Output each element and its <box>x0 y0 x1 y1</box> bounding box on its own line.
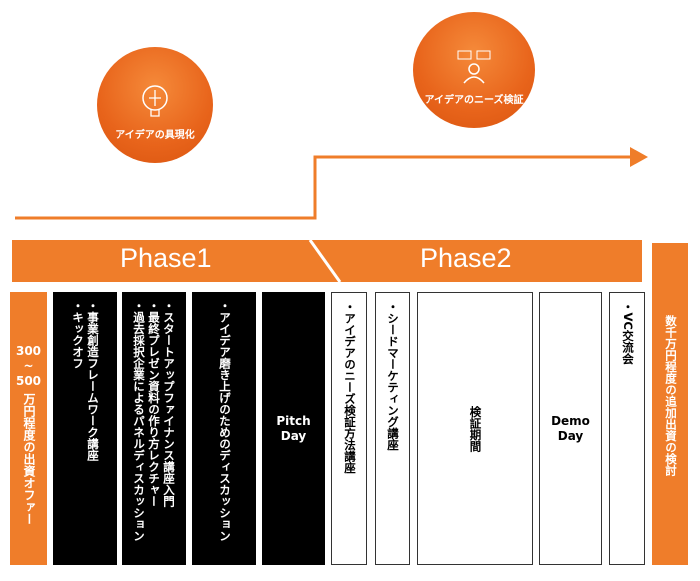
amount-sep: ~ <box>23 359 34 373</box>
circle-label: アイデアの具現化 <box>115 130 195 141</box>
item: 検証期間 <box>468 405 483 452</box>
timeline-arrow <box>15 147 648 220</box>
circle-idea-realization: アイデアの具現化 <box>97 47 213 163</box>
column-vc-meetup: ・VC交流会 <box>609 292 645 565</box>
item: Day <box>557 428 584 443</box>
item: ・キックオフ <box>71 300 85 369</box>
item: ・事業創造フレームワーク講座 <box>86 300 100 461</box>
item: Day <box>280 428 307 443</box>
column-needs-validation: ・アイデアのニーズ検証方法講座 <box>331 292 367 565</box>
amount-min: 300 <box>15 344 42 358</box>
phase1-label: Phase1 <box>120 243 212 273</box>
column-discussion: ・アイデア磨き上げのためのディスカッション <box>192 292 256 565</box>
column-finance: ・スタートアップファイナンス講座入門・最終プレゼン資料の作り方レクチャー・過去採… <box>122 292 186 565</box>
people-discussion-icon <box>457 50 491 84</box>
item: ・VC交流会 <box>621 301 635 365</box>
phase-divider <box>308 240 342 282</box>
phase-bar <box>12 240 642 282</box>
initial-investment-offer: 300 ~ 500 万円程度の出資オファー <box>10 292 47 565</box>
item: ・シードマーケティング講座 <box>386 301 400 451</box>
item: ・過去採択企業によるパネルディスカッション <box>132 300 146 542</box>
column-kickoff: ・事業創造フレームワーク講座・キックオフ <box>53 292 117 565</box>
offer-text: 万円程度の出資オファー <box>22 393 36 525</box>
phase2-label: Phase2 <box>420 243 512 273</box>
amount-max: 500 <box>15 374 42 388</box>
item: Pitch <box>276 413 311 428</box>
item: ・最終プレゼン資料の作り方レクチャー <box>147 300 161 507</box>
additional-investment: 数千万円程度の追加出資の検討 <box>652 243 688 565</box>
item: ・アイデアのニーズ検証方法講座 <box>343 301 357 474</box>
item: Demo <box>551 413 590 428</box>
additional-text: 数千万円程度の追加出資の検討 <box>664 315 678 476</box>
brain-bulb-icon <box>142 85 168 117</box>
item: ・スタートアップファイナンス講座入門 <box>162 300 176 507</box>
column-validation-period: 検証期間 <box>417 292 533 565</box>
circle-needs-validation: アイデアのニーズ検証 <box>413 12 535 128</box>
item: ・アイデア磨き上げのためのディスカッション <box>218 300 232 542</box>
circle-label: アイデアのニーズ検証 <box>424 95 524 106</box>
column-seed-marketing: ・シードマーケティング講座 <box>375 292 410 565</box>
